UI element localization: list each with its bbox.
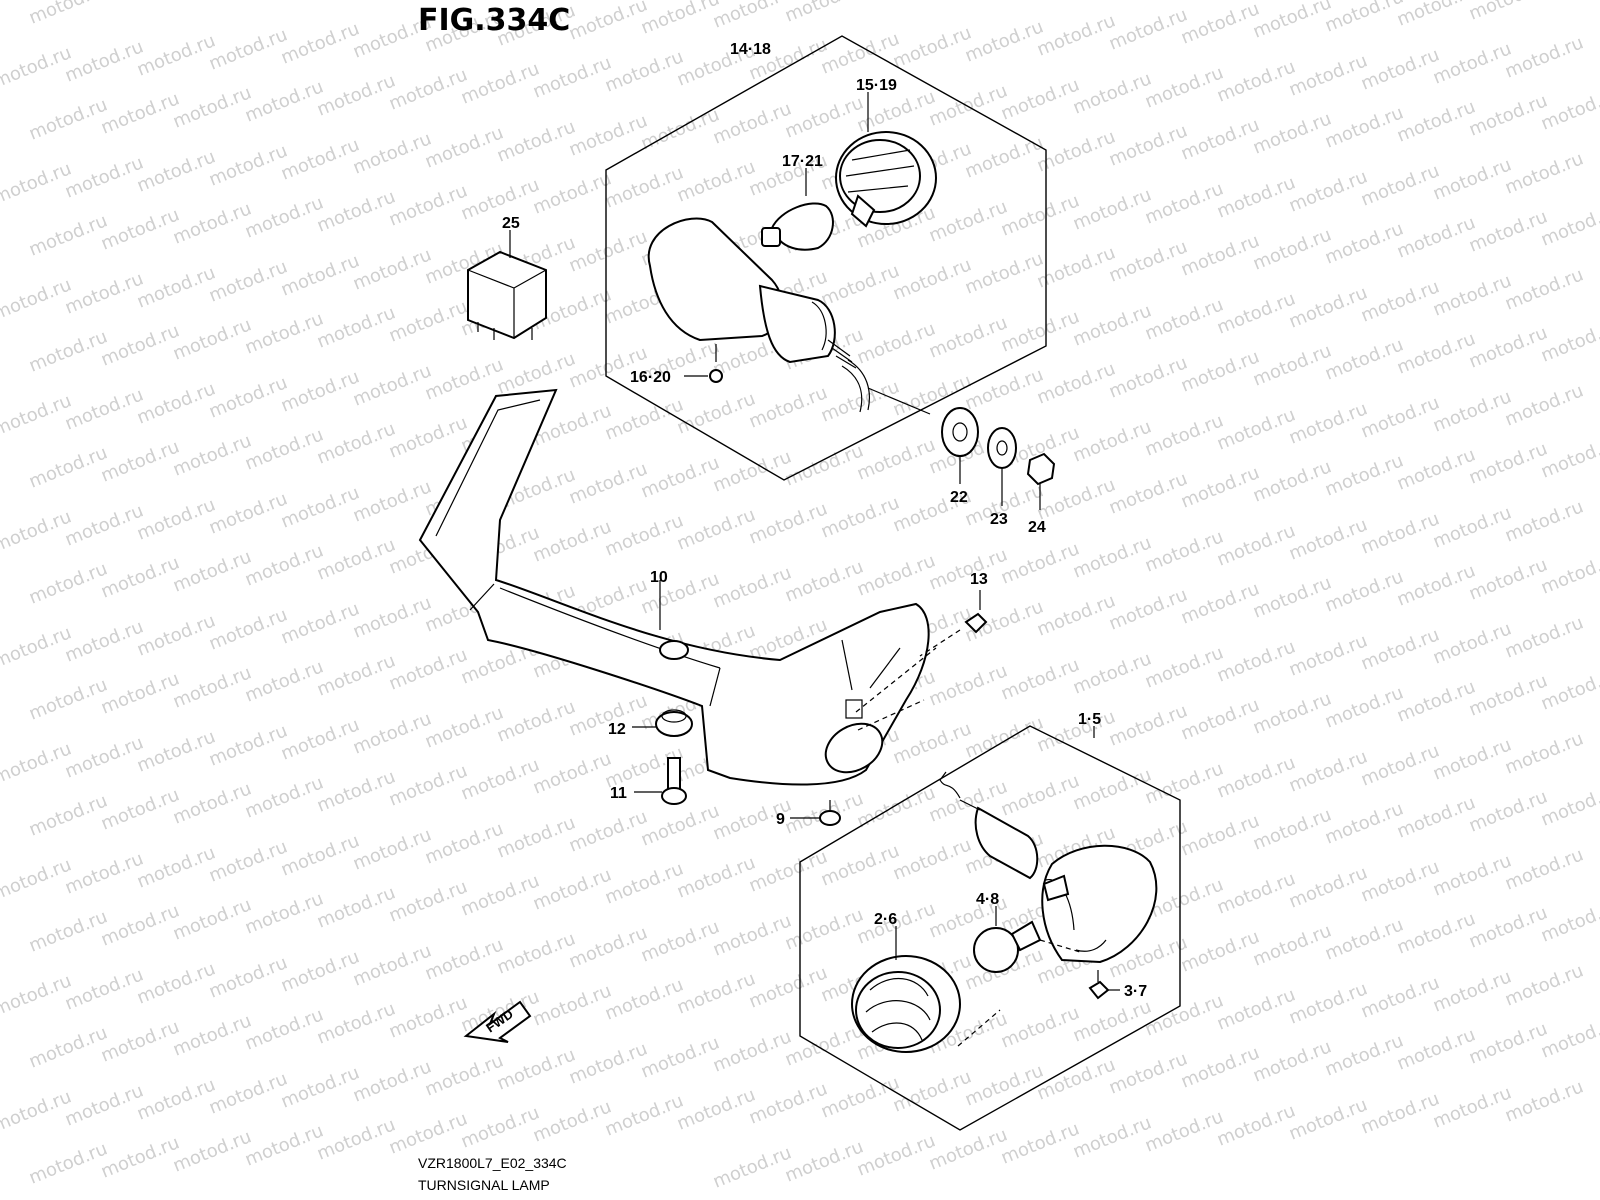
watermark-text: motod.ru	[1502, 728, 1586, 778]
callout-2-6: 2·6	[874, 911, 897, 928]
watermark-text: motod.ru	[1502, 380, 1586, 430]
figure-name: TURNSIGNAL LAMP	[418, 1177, 550, 1193]
callout-13: 13	[970, 571, 988, 588]
screw-9	[790, 800, 841, 826]
watermark-text: motod.ru	[1502, 960, 1586, 1010]
callout-25: 25	[502, 215, 520, 232]
callout-24: 24	[1028, 519, 1046, 536]
relay-25	[467, 230, 547, 340]
lower-screw	[1088, 970, 1120, 1000]
callout-1-5: 1·5	[1078, 711, 1101, 728]
watermark-text: motod.ru	[26, 0, 110, 29]
watermark-text: motod.ru	[1502, 496, 1586, 546]
lower-lens	[851, 926, 1001, 1053]
callout-22: 22	[950, 489, 968, 506]
upper-lamp-group-outline	[605, 35, 1047, 481]
watermark-text: motod.ru	[1322, 0, 1406, 37]
watermark-text: motod.ru	[1502, 1076, 1586, 1126]
watermark-text: motod.ru	[1250, 0, 1334, 43]
watermark-text: motod.ru	[710, 0, 794, 33]
watermark-text: motod.ru	[638, 0, 722, 39]
callout-14-18: 14·18	[730, 41, 771, 58]
fwd-arrow	[463, 1000, 532, 1043]
figure-code: VZR1800L7_E02_334C	[418, 1155, 567, 1171]
watermark-text: motod.ru	[1502, 612, 1586, 662]
upper-lamp-housing	[647, 217, 931, 415]
lower-bulb	[973, 906, 1081, 973]
watermark-text: motod.ru	[566, 0, 650, 45]
grommet-12	[632, 709, 693, 737]
watermark-text: motod.ru	[1502, 264, 1586, 314]
upper-screw	[684, 344, 723, 383]
upper-bulb	[761, 168, 834, 251]
bolt-11	[634, 757, 687, 805]
watermark-text: motod.ru	[1502, 844, 1586, 894]
callout-23: 23	[990, 511, 1008, 528]
callout-15-19: 15·19	[856, 77, 897, 94]
screw-13	[919, 590, 988, 657]
watermark-text: motod.ru	[1502, 148, 1586, 198]
lower-lamp-group-outline	[799, 725, 1181, 1131]
callout-3-7: 3·7	[1124, 983, 1147, 1000]
lower-lamp-housing	[939, 726, 1158, 964]
figure-title: FIG.334C	[418, 3, 570, 38]
watermark-text: motod.ru	[1502, 32, 1586, 82]
callout-10: 10	[650, 569, 668, 586]
watermark-text: motod.ru	[782, 0, 866, 27]
callout-9: 9	[776, 811, 785, 828]
watermark-text: motod.ru	[1466, 0, 1550, 25]
bracket-10	[418, 388, 937, 786]
callout-11: 11	[610, 785, 627, 802]
callout-4-8: 4·8	[976, 891, 999, 908]
upper-socket	[835, 92, 937, 228]
callout-17-21: 17·21	[782, 153, 823, 170]
callout-16-20: 16·20	[630, 369, 671, 386]
fasteners-22-24	[941, 407, 1056, 510]
callout-12: 12	[608, 721, 626, 738]
